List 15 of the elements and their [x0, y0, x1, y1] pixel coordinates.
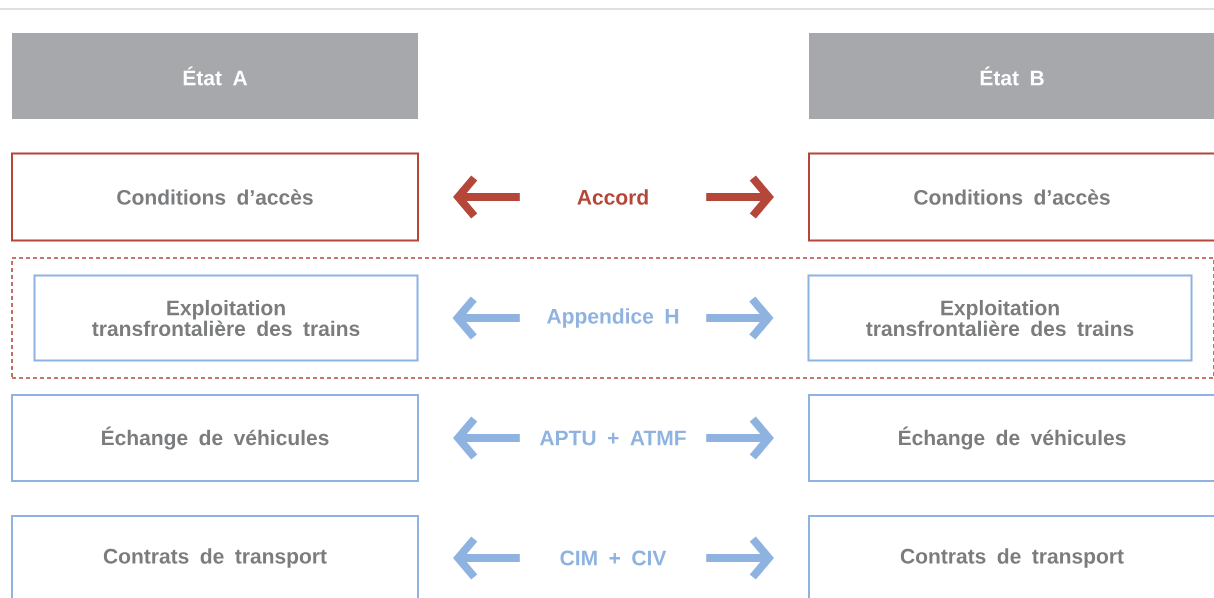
agreement-label: APTU + ATMF — [539, 430, 686, 446]
topic-box: Conditions d’accès — [808, 152, 1214, 242]
dashed-frame — [11, 257, 1214, 379]
agreement-label: CIM + CIV — [560, 550, 667, 566]
topic-box: Contrats de transport — [11, 515, 419, 598]
topic-box: Contrats de transport — [808, 515, 1214, 598]
topic-box: Conditions d’accès — [11, 152, 419, 242]
agreement-label: Accord — [577, 189, 648, 205]
topic-box: Exploitation transfrontalière des trains — [807, 274, 1193, 362]
column-header: État B — [809, 33, 1214, 119]
agreement-label: Appendice H — [547, 308, 679, 328]
topic-box: Exploitation transfrontalière des trains — [33, 274, 419, 362]
topic-box: Échange de véhicules — [808, 394, 1214, 482]
topic-box: Échange de véhicules — [11, 394, 419, 482]
column-header: État A — [12, 33, 418, 119]
